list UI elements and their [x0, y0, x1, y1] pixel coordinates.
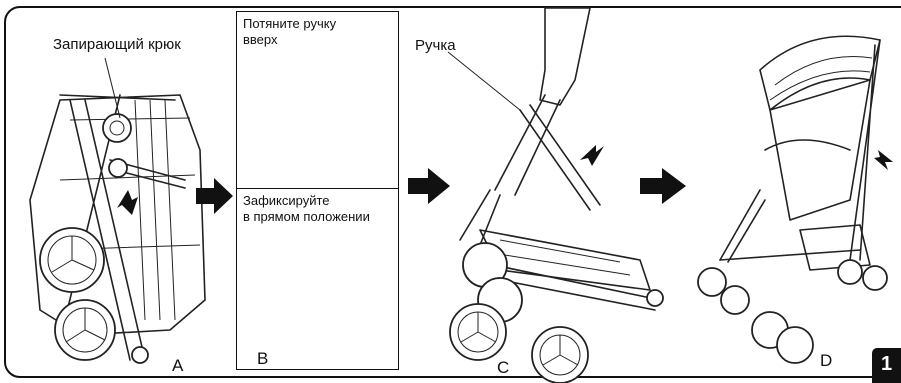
step-c-letter: C — [497, 358, 509, 378]
page-number-badge: 1 — [872, 348, 901, 383]
pull-handle-label: Потяните ручку вверх — [243, 16, 336, 48]
step-a-letter: A — [172, 356, 183, 376]
handle-label: Ручка — [415, 38, 456, 54]
page-number: 1 — [881, 353, 892, 375]
folded-stroller-drawing — [30, 58, 205, 363]
step-b-letter: B — [257, 349, 268, 369]
step-d-letter: D — [820, 351, 832, 371]
panel-b-divider — [237, 188, 398, 189]
unfolding-stroller-drawing — [448, 8, 663, 383]
lock-hook-label: Запирающий крюк — [53, 37, 181, 53]
unfolded-stroller-drawing — [698, 36, 893, 363]
arrow-b-to-c — [408, 168, 450, 204]
fix-straight-label: Зафиксируйте в прямом положении — [243, 193, 370, 225]
arrow-c-to-d — [640, 168, 686, 204]
panel-b-box — [236, 11, 399, 370]
